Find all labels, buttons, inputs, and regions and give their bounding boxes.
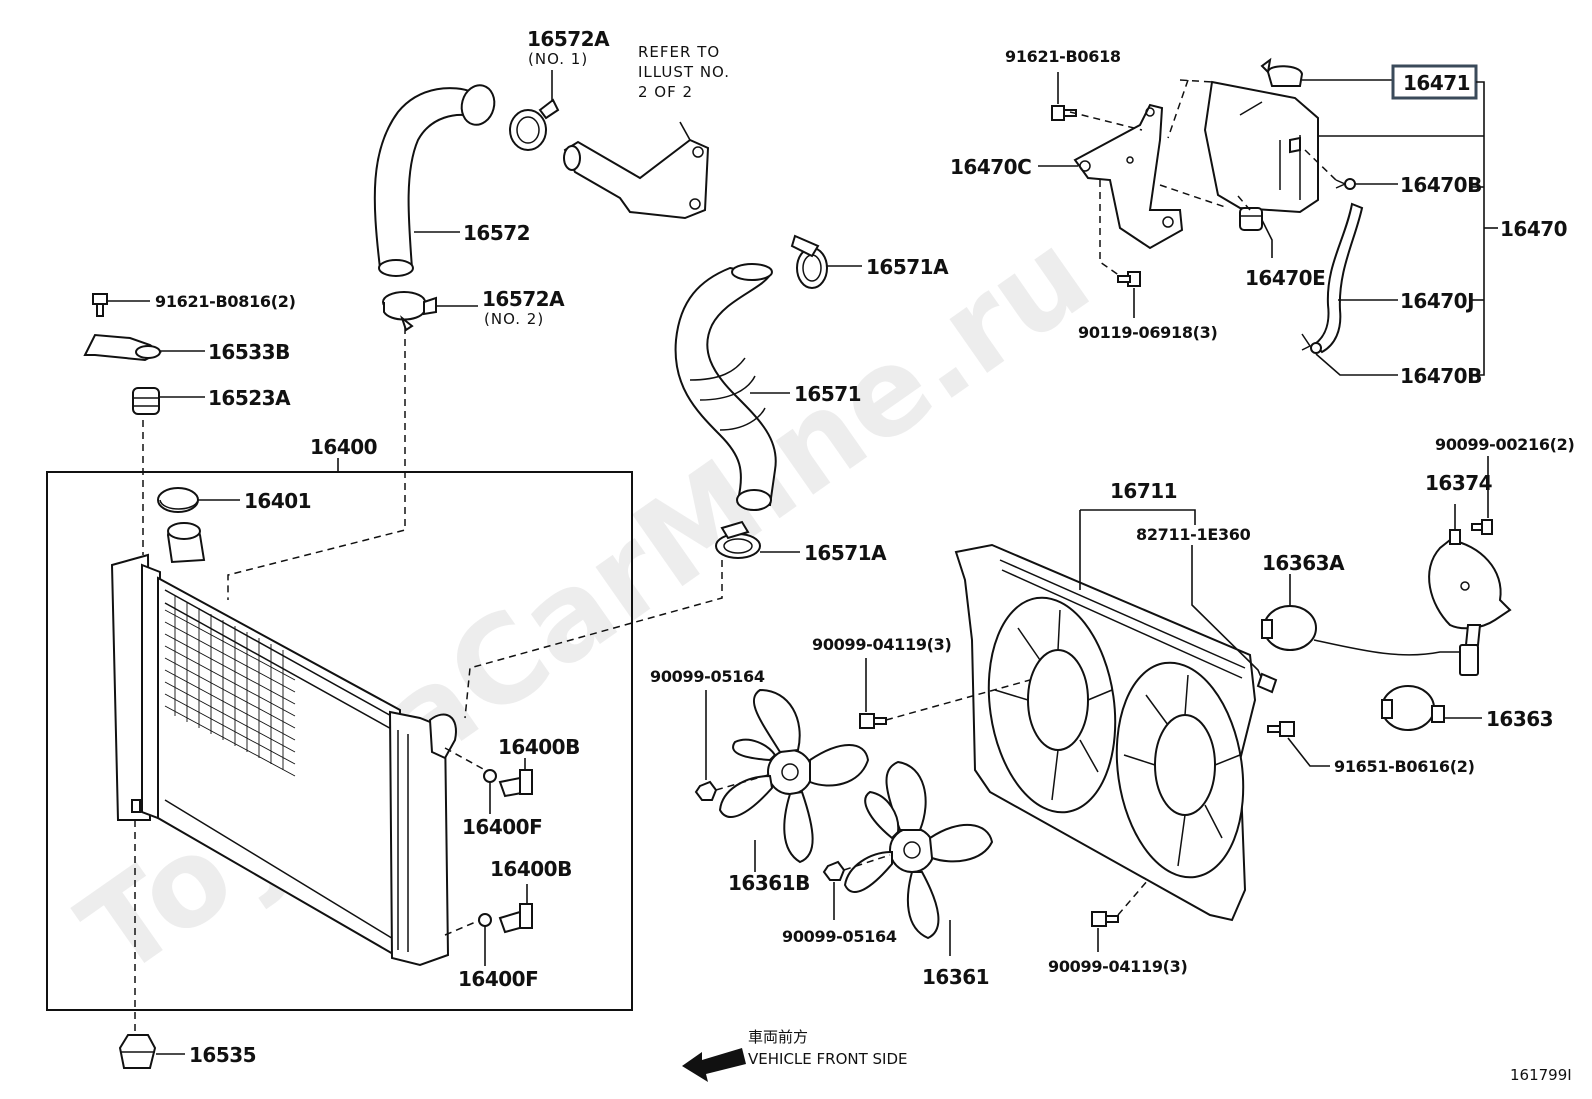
nut-90099-05164-bottom[interactable]	[822, 860, 846, 881]
label-16363[interactable]: 16363	[1486, 707, 1554, 731]
label-91621-B0618[interactable]: 91621-B0618	[1005, 47, 1121, 66]
radiator-core[interactable]	[110, 522, 457, 967]
drain-plug-16400B-bottom[interactable]	[498, 903, 533, 934]
label-90099-05164-bottom[interactable]: 90099-05164	[782, 927, 897, 946]
label-91621-B0816[interactable]: 91621-B0816(2)	[155, 292, 296, 311]
lower-hose-16571[interactable]	[674, 263, 777, 511]
label-16572A-no1[interactable]: 16572A	[527, 27, 611, 51]
label-90099-04119-top[interactable]: 90099-04119(3)	[812, 635, 952, 654]
label-16535[interactable]: 16535	[189, 1043, 257, 1067]
drain-plug-16400B-top[interactable]	[498, 769, 533, 798]
label-16400B-bottom[interactable]: 16400B	[490, 857, 572, 881]
label-16571[interactable]: 16571	[794, 382, 862, 406]
label-16363A[interactable]: 16363A	[1262, 551, 1346, 575]
clip-16470B-top[interactable]	[1335, 178, 1356, 190]
label-16470B-top[interactable]: 16470B	[1400, 173, 1482, 197]
fan-motor-16363A[interactable]	[1261, 605, 1479, 676]
watermark-text: ToyotaCarMine.ru	[57, 206, 1114, 1004]
fan-shroud-16711[interactable]	[954, 543, 1257, 922]
label-16401[interactable]: 16401	[244, 489, 312, 513]
direction-label-en: VEHICLE FRONT SIDE	[748, 1050, 908, 1068]
illustration-number: 161799I	[1510, 1066, 1572, 1084]
fan-motor-16363[interactable]	[1381, 685, 1445, 731]
hose-16470J[interactable]	[1313, 202, 1364, 354]
label-82711-1E360[interactable]: 82711-1E360	[1136, 525, 1251, 544]
bolt-90099-04119-top[interactable]	[859, 713, 887, 729]
label-16572A-no1-sub: (NO. 1)	[528, 50, 588, 68]
grommet-16535[interactable]	[118, 1034, 157, 1069]
label-16361B[interactable]: 16361B	[728, 871, 810, 895]
bracket-16470C[interactable]	[1073, 103, 1184, 250]
o-ring-16400F-top[interactable]	[483, 769, 497, 783]
label-16470J[interactable]: 16470J	[1400, 289, 1475, 313]
bolt-91651-B0616[interactable]	[1267, 721, 1295, 737]
bracket-16533B[interactable]	[83, 333, 162, 362]
refer-note-line2: ILLUST NO.	[638, 63, 730, 81]
label-91651-B0616[interactable]: 91651-B0616(2)	[1334, 757, 1475, 776]
clamp-16571A-top[interactable]	[790, 234, 828, 289]
refer-note-line1: REFER TO	[638, 43, 720, 61]
upper-hose-16572[interactable]	[373, 82, 499, 277]
label-16571A-top[interactable]: 16571A	[866, 255, 950, 279]
clamp-16572A-no1[interactable]	[509, 98, 560, 151]
label-16572A-no2[interactable]: 16572A	[482, 287, 566, 311]
label-16533B[interactable]: 16533B	[208, 340, 290, 364]
label-16470C[interactable]: 16470C	[950, 155, 1032, 179]
label-16572[interactable]: 16572	[463, 221, 531, 245]
label-16400[interactable]: 16400	[310, 435, 378, 459]
refer-note-line3: 2 OF 2	[638, 83, 693, 101]
radiator-cap-16401[interactable]	[157, 487, 199, 513]
bolt-90099-04119-bottom[interactable]	[1091, 911, 1119, 927]
label-90099-00216[interactable]: 90099-00216(2)	[1435, 435, 1575, 454]
bolt-90119-06918[interactable]	[1117, 271, 1141, 287]
reservoir-tank[interactable]	[1203, 80, 1319, 214]
label-90119-06918[interactable]: 90119-06918(3)	[1078, 323, 1218, 342]
fan-16361[interactable]	[843, 760, 994, 940]
label-16470B-bottom[interactable]: 16470B	[1400, 364, 1482, 388]
label-16400F-bottom[interactable]: 16400F	[458, 967, 539, 991]
label-16400F-top[interactable]: 16400F	[462, 815, 543, 839]
label-16523A[interactable]: 16523A	[208, 386, 292, 410]
nut-90099-05164-left[interactable]	[694, 780, 718, 801]
direction-label-jp: 車両前方	[748, 1028, 808, 1046]
motor-cover-16374[interactable]	[1428, 529, 1512, 646]
clip-16470B-bottom[interactable]	[1301, 333, 1322, 354]
label-16572A-no2-sub: (NO. 2)	[484, 310, 544, 328]
harness-clip-82711-1E360[interactable]	[1256, 672, 1278, 694]
label-16361[interactable]: 16361	[922, 965, 990, 989]
bolt-91621-B0816[interactable]	[92, 293, 108, 317]
label-16711[interactable]: 16711	[1110, 479, 1178, 503]
label-16400B-top[interactable]: 16400B	[498, 735, 580, 759]
label-16470E[interactable]: 16470E	[1245, 266, 1326, 290]
reservoir-cap-16471[interactable]	[1260, 57, 1304, 87]
label-16470[interactable]: 16470	[1500, 217, 1568, 241]
vehicle-front-arrow-icon	[682, 1048, 746, 1082]
water-outlet[interactable]	[563, 138, 710, 220]
label-16374[interactable]: 16374	[1425, 471, 1493, 495]
label-90099-05164-left[interactable]: 90099-05164	[650, 667, 765, 686]
clamp-16571A-bottom[interactable]	[715, 520, 761, 559]
grommet-16470E[interactable]	[1239, 207, 1263, 231]
bolt-91621-B0618[interactable]	[1051, 105, 1077, 121]
grommet-16523A[interactable]	[132, 387, 160, 415]
label-16471[interactable]: 16471	[1403, 71, 1471, 95]
o-ring-16400F-bottom[interactable]	[478, 913, 492, 927]
screw-90099-00216[interactable]	[1471, 519, 1493, 535]
fan-16361B[interactable]	[718, 688, 870, 864]
radiator-group-frame	[46, 471, 633, 1011]
clamp-16572A-no2[interactable]	[382, 291, 437, 332]
label-16571A-bottom[interactable]: 16571A	[804, 541, 888, 565]
label-90099-04119-bottom[interactable]: 90099-04119(3)	[1048, 957, 1188, 976]
